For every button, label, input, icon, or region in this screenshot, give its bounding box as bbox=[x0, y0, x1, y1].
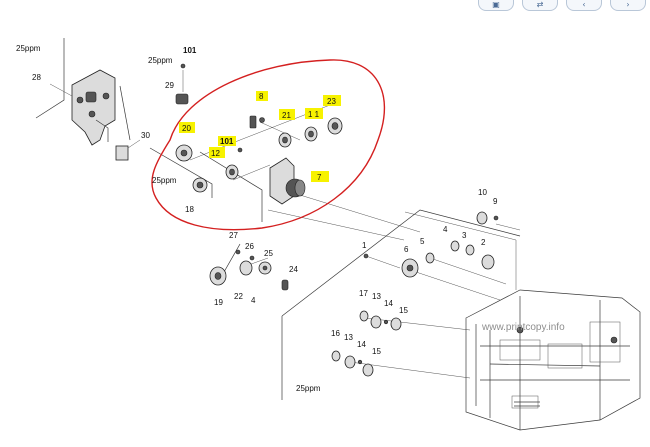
screw-101-icon bbox=[180, 63, 186, 69]
label-18: 18 bbox=[185, 205, 194, 214]
drive-assembly-upper-left bbox=[35, 38, 189, 161]
label-17: 17 bbox=[359, 289, 368, 298]
gear-22-icon bbox=[239, 260, 253, 276]
label-101: 101 bbox=[183, 46, 197, 55]
label-24: 24 bbox=[289, 265, 298, 274]
highlight-label-8: 8 bbox=[256, 91, 268, 101]
label-8: 8 bbox=[259, 92, 264, 101]
gear-5-icon bbox=[425, 252, 435, 264]
gear-cluster-circled bbox=[149, 104, 421, 241]
label-21: 21 bbox=[282, 111, 291, 120]
label-101b: 101 bbox=[220, 137, 234, 146]
part-1-icon bbox=[363, 253, 369, 259]
label-22: 22 bbox=[234, 292, 243, 301]
gear-group-lower-left bbox=[209, 243, 289, 291]
label-10: 10 bbox=[478, 188, 487, 197]
gear-group-right bbox=[363, 211, 521, 301]
label-7: 7 bbox=[317, 173, 322, 182]
gear-2-icon bbox=[481, 254, 495, 270]
highlight-label-7: 7 bbox=[311, 171, 329, 182]
view-button[interactable]: ▣ bbox=[478, 0, 514, 11]
label-13a: 13 bbox=[372, 292, 381, 301]
label-14a: 14 bbox=[384, 299, 393, 308]
label-14b: 14 bbox=[357, 340, 366, 349]
chevron-left-icon: ‹ bbox=[582, 0, 586, 9]
screw-101-icon bbox=[237, 147, 243, 153]
part-30-icon bbox=[115, 145, 129, 161]
note-25ppm-top-mid: 25ppm bbox=[148, 56, 173, 65]
highlight-label-11: 1 1 bbox=[305, 108, 323, 119]
label-16: 16 bbox=[331, 329, 340, 338]
part-8-icon bbox=[249, 115, 257, 129]
gear-16-icon bbox=[331, 350, 341, 362]
part-14b-icon bbox=[357, 359, 363, 365]
highlight-label-12: 12 bbox=[209, 147, 225, 158]
label-4b: 4 bbox=[251, 296, 256, 305]
label-27: 27 bbox=[229, 231, 238, 240]
chevron-right-icon: › bbox=[626, 0, 630, 9]
label-9: 9 bbox=[493, 197, 498, 206]
label-29: 29 bbox=[165, 81, 174, 90]
note-25ppm-mid-left: 25ppm bbox=[152, 176, 177, 185]
part-9-icon bbox=[493, 215, 499, 221]
label-26: 26 bbox=[245, 242, 254, 251]
label-5: 5 bbox=[420, 237, 425, 246]
label-2: 2 bbox=[481, 238, 486, 247]
label-19: 19 bbox=[214, 298, 223, 307]
part-14a-icon bbox=[383, 319, 389, 325]
prev-button[interactable]: ‹ bbox=[566, 0, 602, 11]
gear-17-icon bbox=[359, 310, 369, 322]
label-6: 6 bbox=[404, 245, 409, 254]
highlight-label-20: 20 bbox=[179, 122, 195, 133]
label-13b: 13 bbox=[344, 333, 353, 342]
gear-13b-icon bbox=[344, 355, 356, 369]
label-4: 4 bbox=[443, 225, 448, 234]
gear-15a-icon bbox=[390, 317, 402, 331]
label-3: 3 bbox=[462, 231, 467, 240]
image-icon: ▣ bbox=[492, 0, 500, 9]
gear-4-icon bbox=[450, 240, 460, 252]
gear-3-icon bbox=[465, 244, 475, 256]
highlight-label-101: 101 bbox=[218, 136, 236, 146]
label-28: 28 bbox=[32, 73, 41, 82]
label-20: 20 bbox=[182, 124, 191, 133]
gear-10-icon bbox=[476, 211, 488, 225]
label-11: 1 1 bbox=[308, 110, 320, 119]
red-highlight-circle bbox=[151, 59, 386, 231]
viewer-toolbar: ▣ ⇄ ‹ › bbox=[478, 0, 650, 11]
label-15a: 15 bbox=[399, 306, 408, 315]
share-icon: ⇄ bbox=[536, 0, 544, 9]
gear-15b-icon bbox=[362, 363, 374, 377]
part-29-icon bbox=[175, 93, 189, 105]
label-23: 23 bbox=[327, 97, 336, 106]
gear-group-lower-middle bbox=[281, 209, 521, 400]
label-15b: 15 bbox=[372, 347, 381, 356]
note-25ppm-bottom: 25ppm bbox=[296, 384, 321, 393]
share-button[interactable]: ⇄ bbox=[522, 0, 558, 11]
label-1: 1 bbox=[362, 241, 367, 250]
part-26-icon bbox=[249, 255, 255, 261]
gear-13a-icon bbox=[370, 315, 382, 329]
watermark: www.printcopy.info bbox=[481, 322, 565, 333]
printer-frame bbox=[465, 289, 641, 431]
highlight-label-21: 21 bbox=[279, 109, 295, 120]
part-27-icon bbox=[235, 249, 241, 255]
next-button[interactable]: › bbox=[610, 0, 646, 11]
label-12: 12 bbox=[211, 149, 220, 158]
part-24-icon bbox=[281, 279, 289, 291]
note-25ppm-top-left: 25ppm bbox=[16, 44, 41, 53]
label-25: 25 bbox=[264, 249, 273, 258]
label-30: 30 bbox=[141, 131, 150, 140]
highlight-label-23: 23 bbox=[323, 95, 341, 106]
